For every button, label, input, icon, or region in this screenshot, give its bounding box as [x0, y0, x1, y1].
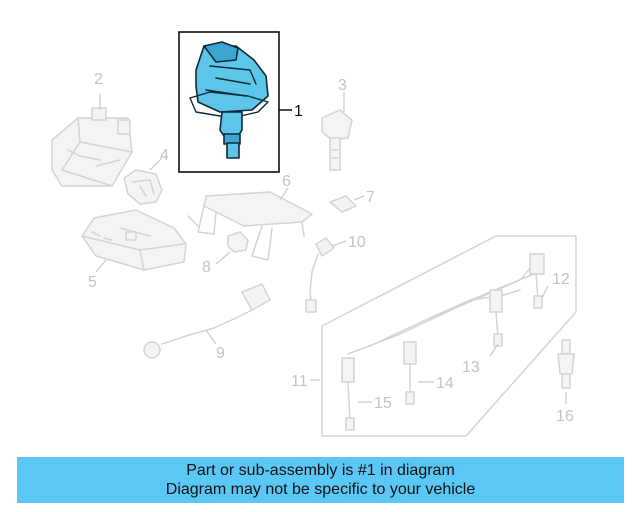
callout-2: 2	[94, 71, 103, 88]
notice-line-1: Part or sub-assembly is #1 in diagram	[186, 462, 455, 479]
callout-10: 10	[348, 234, 366, 251]
part-3-ignition-coil[interactable]	[321, 109, 353, 171]
callout-13: 13	[462, 359, 480, 376]
part-2-coil-pack[interactable]	[51, 107, 133, 187]
part-9-sensor[interactable]	[143, 283, 271, 359]
callout-12: 12	[552, 271, 570, 288]
part-7-label[interactable]	[329, 195, 357, 213]
part-6-mount-bracket[interactable]	[187, 191, 313, 261]
callout-4: 4	[160, 147, 169, 164]
callout-1: 1	[294, 103, 303, 120]
part-1-ignition-coil[interactable]	[189, 41, 269, 159]
callout-9: 9	[216, 345, 225, 362]
part-11-wire-set[interactable]	[321, 235, 577, 437]
callout-6: 6	[282, 173, 291, 190]
part-5-control-module[interactable]	[81, 209, 187, 271]
callout-15: 15	[374, 395, 392, 412]
callout-11: 11	[291, 373, 308, 390]
callout-16: 16	[556, 408, 574, 425]
callout-3: 3	[338, 77, 347, 94]
part-4-bracket[interactable]	[123, 169, 163, 205]
notice-line-2: Diagram may not be specific to your vehi…	[165, 481, 476, 498]
part-1-frame	[178, 31, 280, 173]
notice-banner: Part or sub-assembly is #1 in diagram Di…	[17, 457, 624, 503]
callout-5: 5	[88, 274, 97, 291]
part-16-spark-plug[interactable]	[557, 339, 575, 389]
callout-8: 8	[202, 259, 211, 276]
part-8-nut[interactable]	[227, 231, 249, 253]
callout-7: 7	[366, 189, 375, 206]
part-10-sensor[interactable]	[305, 237, 335, 313]
callout-14: 14	[436, 375, 454, 392]
